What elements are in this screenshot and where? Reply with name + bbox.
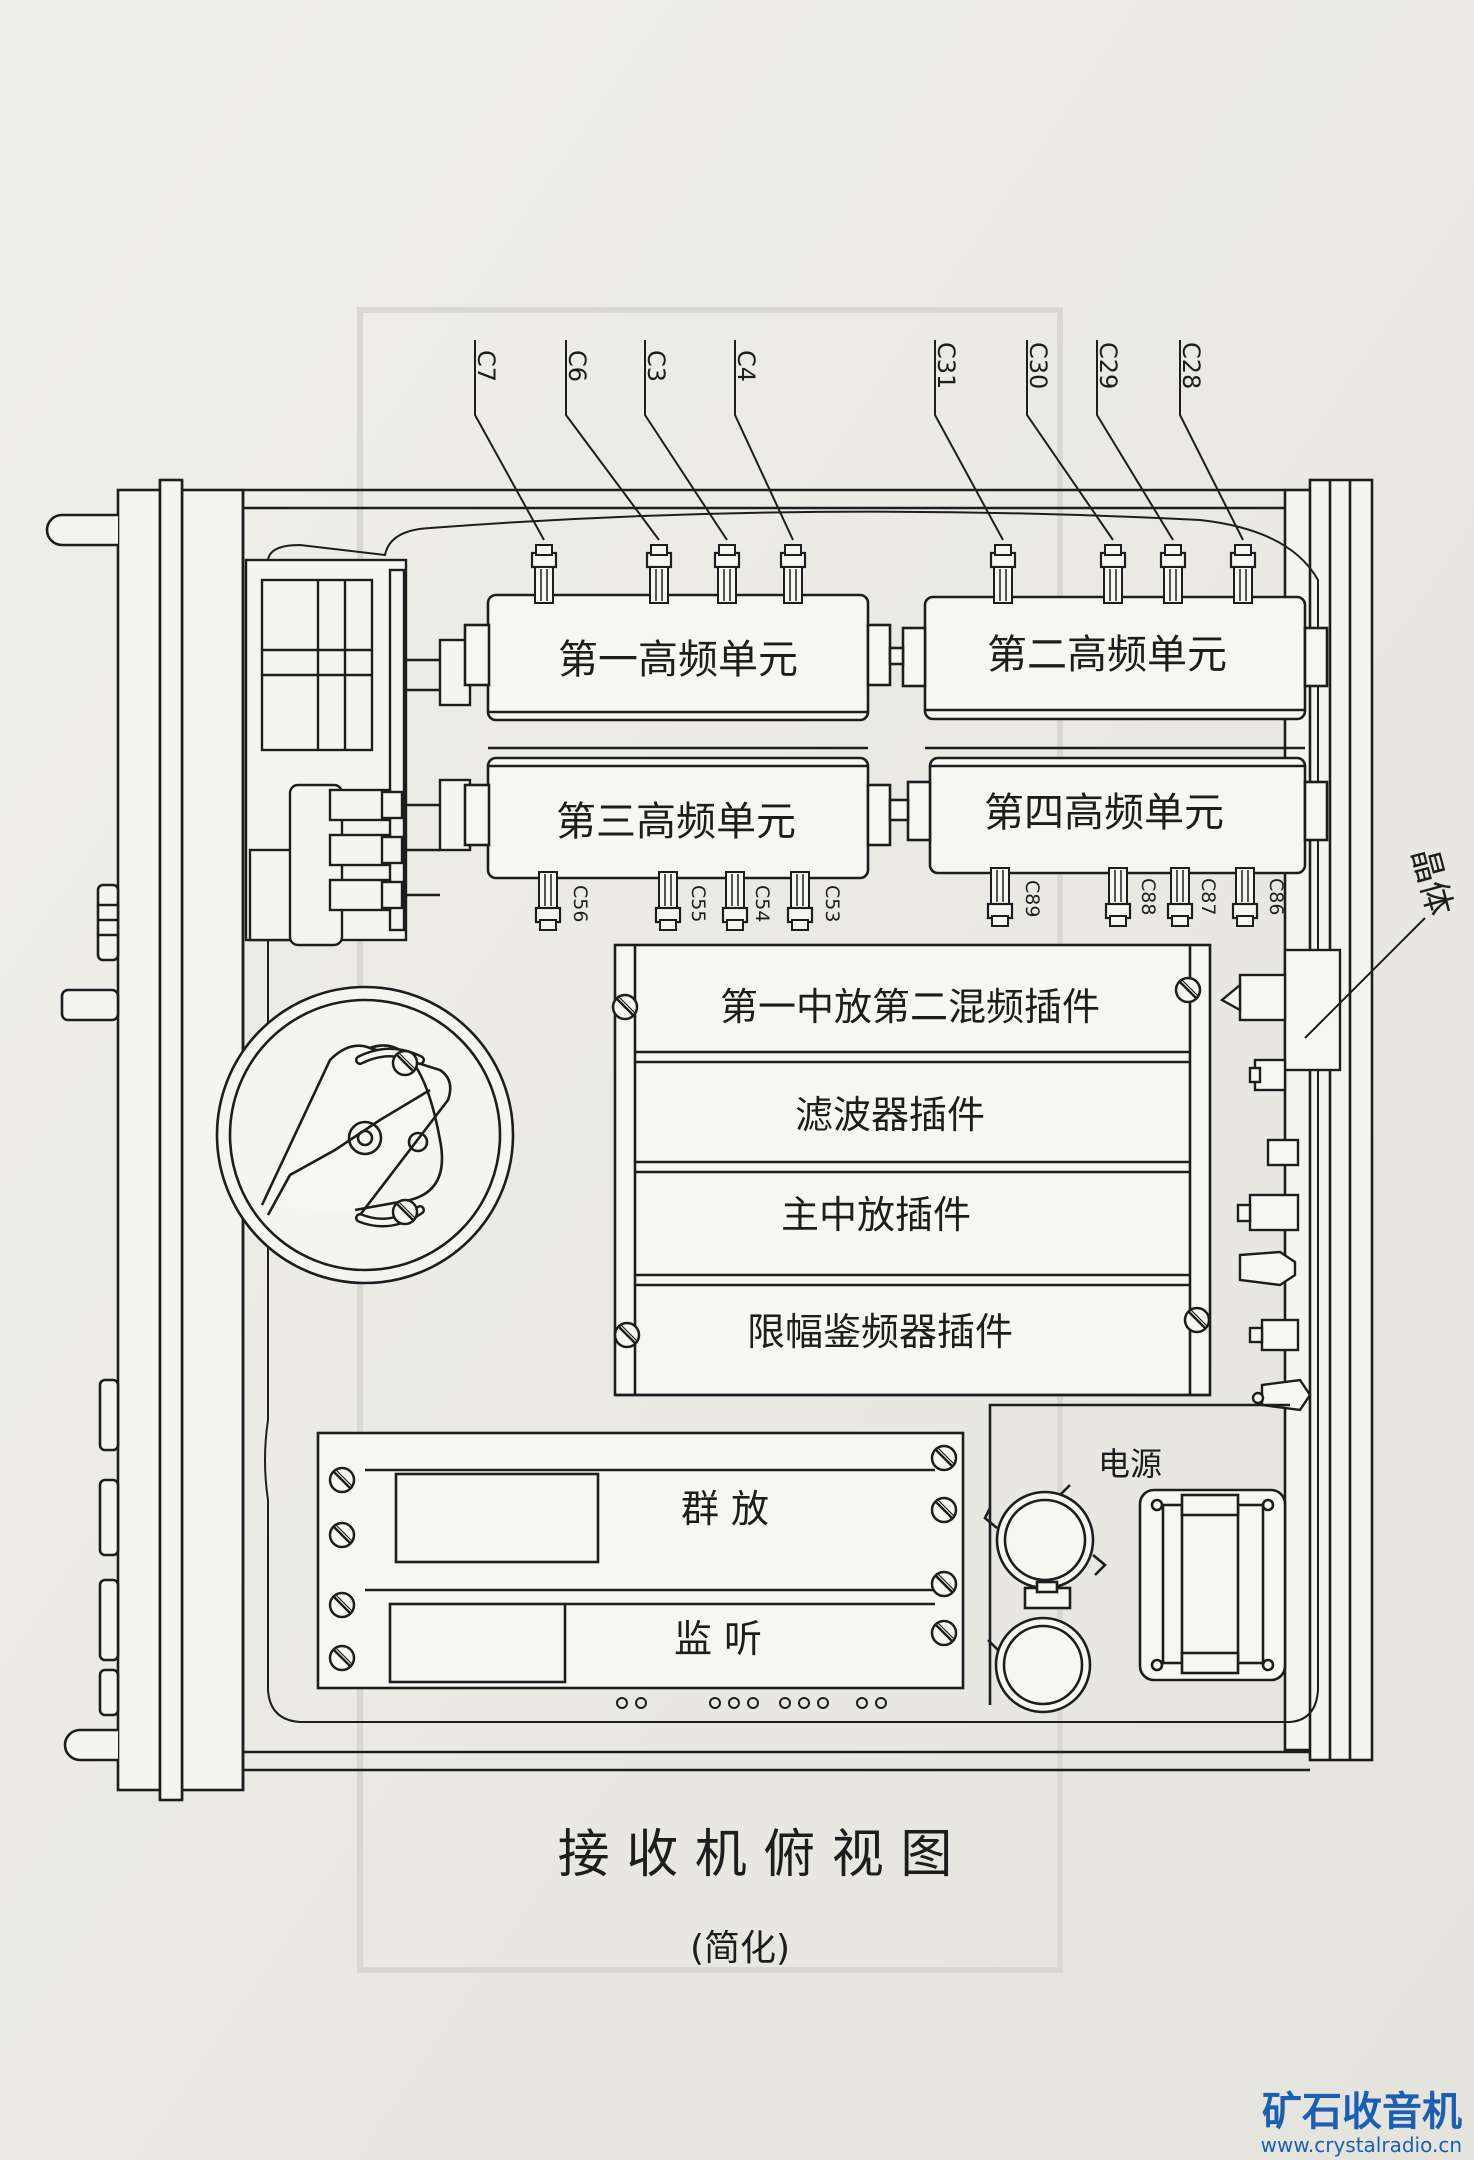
c87-label: C87 [1197,878,1219,915]
amp-screw-8 [930,1619,958,1647]
crystal-leader [1304,917,1426,1039]
right-connectors [1219,948,1342,1412]
plugin-screw-tr [1174,976,1202,1004]
plugin-screw-br [1183,1306,1211,1334]
c88-label: C88 [1137,878,1159,915]
bottom-capacitor-labels: C56 C55 C54 C53 C89 C88 C87 C86 [569,878,1287,922]
top-capacitor-leaders [474,340,1244,541]
plugin-screw-tl [611,993,639,1021]
c86-label: C86 [1265,878,1287,915]
amp-screw-2 [328,1521,356,1549]
top-capacitor-labels: C7 C6 C3 C4 C31 C30 C29 C28 [472,342,1205,389]
c28-label: C28 [1177,342,1205,389]
c56-label: C56 [569,885,591,922]
watermark-url: www.crystalradio.cn [1261,2133,1462,2157]
c54-label: C54 [751,885,773,922]
rf-unit-2-label: 第二高频单元 [987,632,1227,678]
plugin-screw-bl [613,1321,641,1349]
dial-screw-top [391,1049,419,1077]
plugin-limiter-discriminator-label: 限幅鉴频器插件 [747,1310,1013,1354]
c7-label: C7 [472,350,500,382]
monitor-label: 监 听 [674,1617,762,1661]
tuning-dial[interactable] [215,985,515,1285]
rf-unit-3-label: 第三高频单元 [556,799,796,845]
diagram-subtitle: (简化) [690,1928,790,1969]
c31-label: C31 [932,342,960,389]
power-label: 电源 [1098,1445,1162,1483]
plugin-filter-label: 滤波器插件 [795,1093,985,1137]
amp-screw-4 [328,1644,356,1672]
c6-label: C6 [563,350,591,382]
c30-label: C30 [1024,342,1052,389]
tuning-mechanism [244,558,488,947]
amp-screw-3 [328,1591,356,1619]
bottom-rail-holes [616,1697,887,1709]
group-amp-label: 群 放 [681,1487,769,1531]
diagram-title: 接 收 机 俯 视 图 [558,1825,953,1885]
plugin-stack [613,943,1212,1397]
c55-label: C55 [687,885,709,922]
c4-label: C4 [732,350,760,382]
c89-label: C89 [1021,880,1043,917]
rf-units [463,593,1329,880]
amp-screw-5 [930,1444,958,1472]
amp-screw-7 [930,1570,958,1598]
c3-label: C3 [642,350,670,382]
rf-unit-1-label: 第一高频单元 [558,637,798,683]
amplifier-board [316,1431,965,1690]
c53-label: C53 [821,885,843,922]
dial-screw-bottom [391,1198,419,1226]
plugin-main-if-label: 主中放插件 [781,1193,971,1237]
power-supply [983,1403,1290,1714]
c29-label: C29 [1094,342,1122,389]
amp-screw-1 [328,1466,356,1494]
plugin-if1-mixer2-label: 第一中放第二混频插件 [720,985,1100,1029]
rf-unit-4-label: 第四高频单元 [984,790,1224,836]
watermark: 矿石收音机 www.crystalradio.cn [1261,2089,1462,2157]
amp-screw-6 [930,1496,958,1524]
watermark-brand: 矿石收音机 [1262,2089,1462,2135]
